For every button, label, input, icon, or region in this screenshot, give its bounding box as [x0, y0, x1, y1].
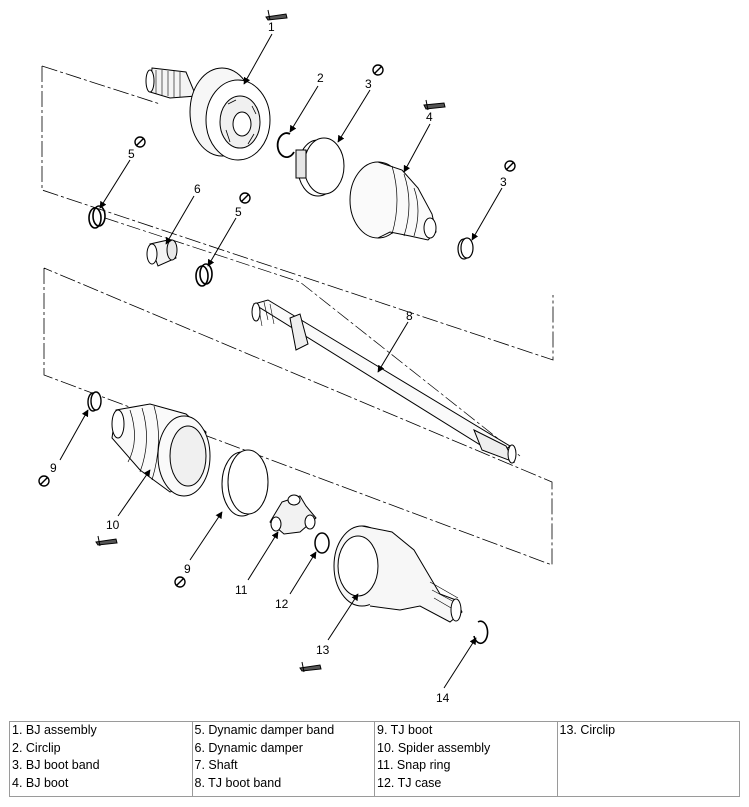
legend-item: 9. TJ boot	[377, 723, 433, 737]
legend-item: 12. TJ case	[377, 775, 442, 790]
grease-icon	[299, 661, 322, 673]
tj-case	[333, 525, 463, 623]
dynamic-damper-band-b	[195, 263, 213, 287]
assembly-frame-lines	[41, 65, 554, 566]
callout-2: 2	[317, 71, 324, 85]
callout-8: 8	[406, 309, 413, 323]
legend-item: 8. TJ boot band	[194, 775, 282, 790]
callout-12: 12	[275, 597, 289, 611]
legend-column-4: 13. Circlip	[556, 721, 740, 797]
legend-item: 6. Dynamic damper	[194, 740, 303, 755]
legend-item: 11. Snap ring	[377, 758, 451, 772]
legend-column-2: 5. Dynamic damper band 6. Dynamic damper…	[191, 721, 375, 797]
exploded-view-diagram: 1 2 3 4 5 6 5 3 8 9 10 9 11 12 13 14	[38, 9, 554, 705]
parts-legend-table: 1. BJ assembly 2. Circlip 3. BJ boot ban…	[9, 721, 740, 797]
legend-item: 5. Dynamic damper band	[194, 723, 335, 737]
legend-item: 3. BJ boot band	[12, 758, 100, 772]
tj-boot-band-large	[221, 449, 269, 517]
legend-column-1: 1. BJ assembly 2. Circlip 3. BJ boot ban…	[9, 721, 193, 797]
grease-icon	[265, 9, 288, 21]
legend-item: 2. Circlip	[12, 740, 61, 755]
callout-14: 14	[436, 691, 450, 705]
callout-10: 10	[106, 518, 120, 532]
legend-item: 1. BJ assembly	[12, 723, 97, 737]
axis-centerline	[104, 217, 521, 457]
bj-boot-band-lower	[457, 237, 474, 260]
dynamic-damper-band-a	[88, 205, 106, 229]
bj-assembly	[145, 67, 271, 161]
no-reuse-icon	[38, 64, 516, 588]
spider-assembly	[269, 494, 317, 535]
legend-item: 10. Spider assembly	[377, 740, 491, 755]
dynamic-damper	[146, 239, 178, 267]
callout-3: 3	[500, 175, 507, 189]
grease-icon	[423, 99, 446, 111]
callout-11: 11	[235, 583, 248, 597]
callout-9: 9	[50, 461, 57, 475]
tj-boot-band-small	[87, 391, 102, 412]
callout-labels: 1 2 3 4 5 6 5 3 8 9 10 9 11 12 13 14	[50, 20, 507, 705]
legend-column-3: 9. TJ boot 10. Spider assembly 11. Snap …	[374, 721, 558, 797]
shaft	[251, 299, 517, 464]
callout-9: 9	[184, 562, 191, 576]
callout-1: 1	[268, 20, 275, 34]
tj-boot	[111, 403, 211, 497]
callout-3: 3	[365, 77, 372, 91]
circlip-2	[276, 132, 295, 159]
callout-4: 4	[426, 110, 433, 124]
legend-item: 7. Shaft	[194, 758, 238, 772]
grease-icon	[95, 535, 118, 547]
bj-boot-band-upper	[295, 137, 345, 197]
snap-ring	[314, 532, 330, 554]
legend-item: 4. BJ boot	[12, 775, 69, 790]
callout-6: 6	[194, 182, 201, 196]
bj-boot	[349, 161, 437, 241]
circlip-14	[473, 620, 489, 645]
legend-item: 13. Circlip	[559, 723, 616, 737]
leader-arrows	[59, 33, 503, 689]
callout-5: 5	[128, 147, 135, 161]
callout-13: 13	[316, 643, 330, 657]
callout-5: 5	[235, 205, 242, 219]
